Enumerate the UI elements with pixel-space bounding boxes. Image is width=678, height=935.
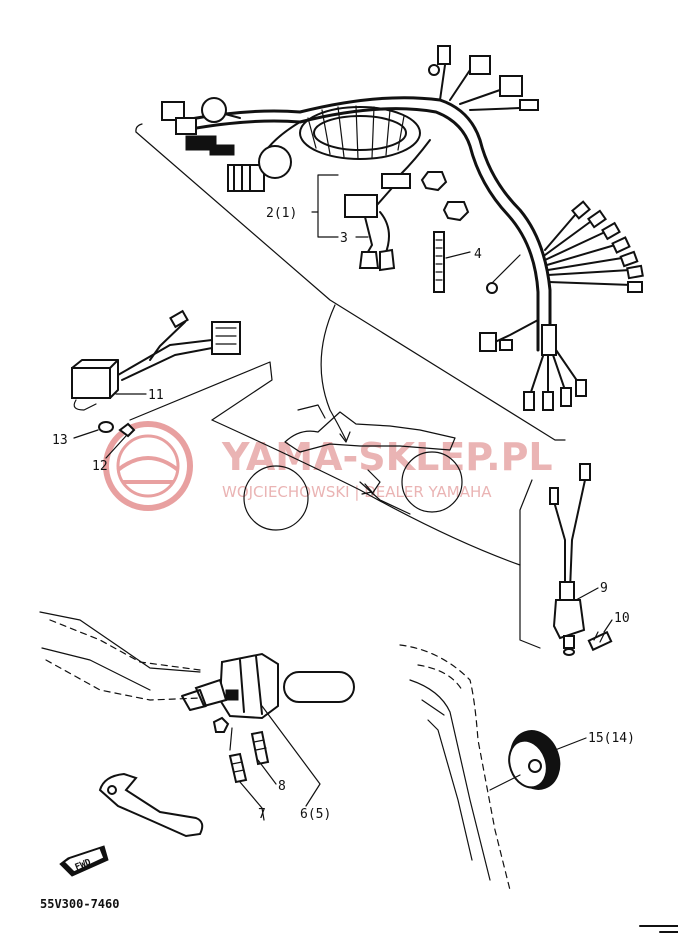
watermark-logo xyxy=(103,421,193,511)
sensor-panel-outline xyxy=(519,479,541,649)
bolt-10 xyxy=(587,630,613,652)
harness-connectors-left xyxy=(161,97,292,192)
upper-callout-leaders xyxy=(311,174,471,259)
callout-2-1: 2(1) xyxy=(266,206,297,221)
watermark-text: YAMA-SKLEP.PL WOJCIECHOWSKI | DEALER YAM… xyxy=(221,435,553,501)
reflector-15 xyxy=(489,730,561,791)
handlebar-switch xyxy=(181,652,279,720)
harness-tail-terminals xyxy=(479,324,587,411)
callout-15-14: 15(14) xyxy=(588,731,635,746)
callout-13: 13 xyxy=(52,433,68,448)
fork-leg xyxy=(399,644,511,891)
relay-callout-leaders xyxy=(73,393,147,459)
harness-fanout-terminals xyxy=(571,200,644,293)
part-4-cable-tie xyxy=(433,231,445,293)
reflector-callout-leader xyxy=(549,737,587,753)
harness-connectors-top xyxy=(428,45,539,111)
harness-panel-outline xyxy=(135,123,566,441)
relay-fasteners xyxy=(98,421,136,438)
part-3-connector xyxy=(344,173,411,272)
callout-11: 11 xyxy=(148,388,164,403)
fwd-arrow-icon: FWD xyxy=(59,845,109,877)
relay-assembly xyxy=(71,309,273,421)
callout-8: 8 xyxy=(278,779,286,794)
watermark-line2: WOJCIECHOWSKI | DEALER YAMAHA xyxy=(222,483,492,501)
switch-callout-leaders xyxy=(229,705,321,821)
motorcycle-silhouette xyxy=(243,404,463,531)
handlebar xyxy=(39,611,355,703)
callout-4: 4 xyxy=(474,247,482,262)
callout-10: 10 xyxy=(614,611,630,626)
callout-12: 12 xyxy=(92,459,108,474)
watermark-line1: YAMA-SKLEP.PL xyxy=(221,435,553,479)
sensor-switch xyxy=(549,463,591,656)
corner-mark xyxy=(639,925,678,933)
callout-3: 3 xyxy=(340,231,348,246)
sensor-callout-leaders xyxy=(575,587,613,633)
brake-lever xyxy=(98,772,204,838)
callout-7: 7 xyxy=(258,807,266,822)
locator-curves xyxy=(211,304,521,566)
drawing-number: 55V300-7460 xyxy=(40,897,119,911)
callout-9: 9 xyxy=(600,581,608,596)
switch-fasteners xyxy=(212,716,270,784)
callout-6-5: 6(5) xyxy=(300,807,331,822)
wire-harness xyxy=(183,64,633,396)
harness-clamps xyxy=(420,171,498,294)
